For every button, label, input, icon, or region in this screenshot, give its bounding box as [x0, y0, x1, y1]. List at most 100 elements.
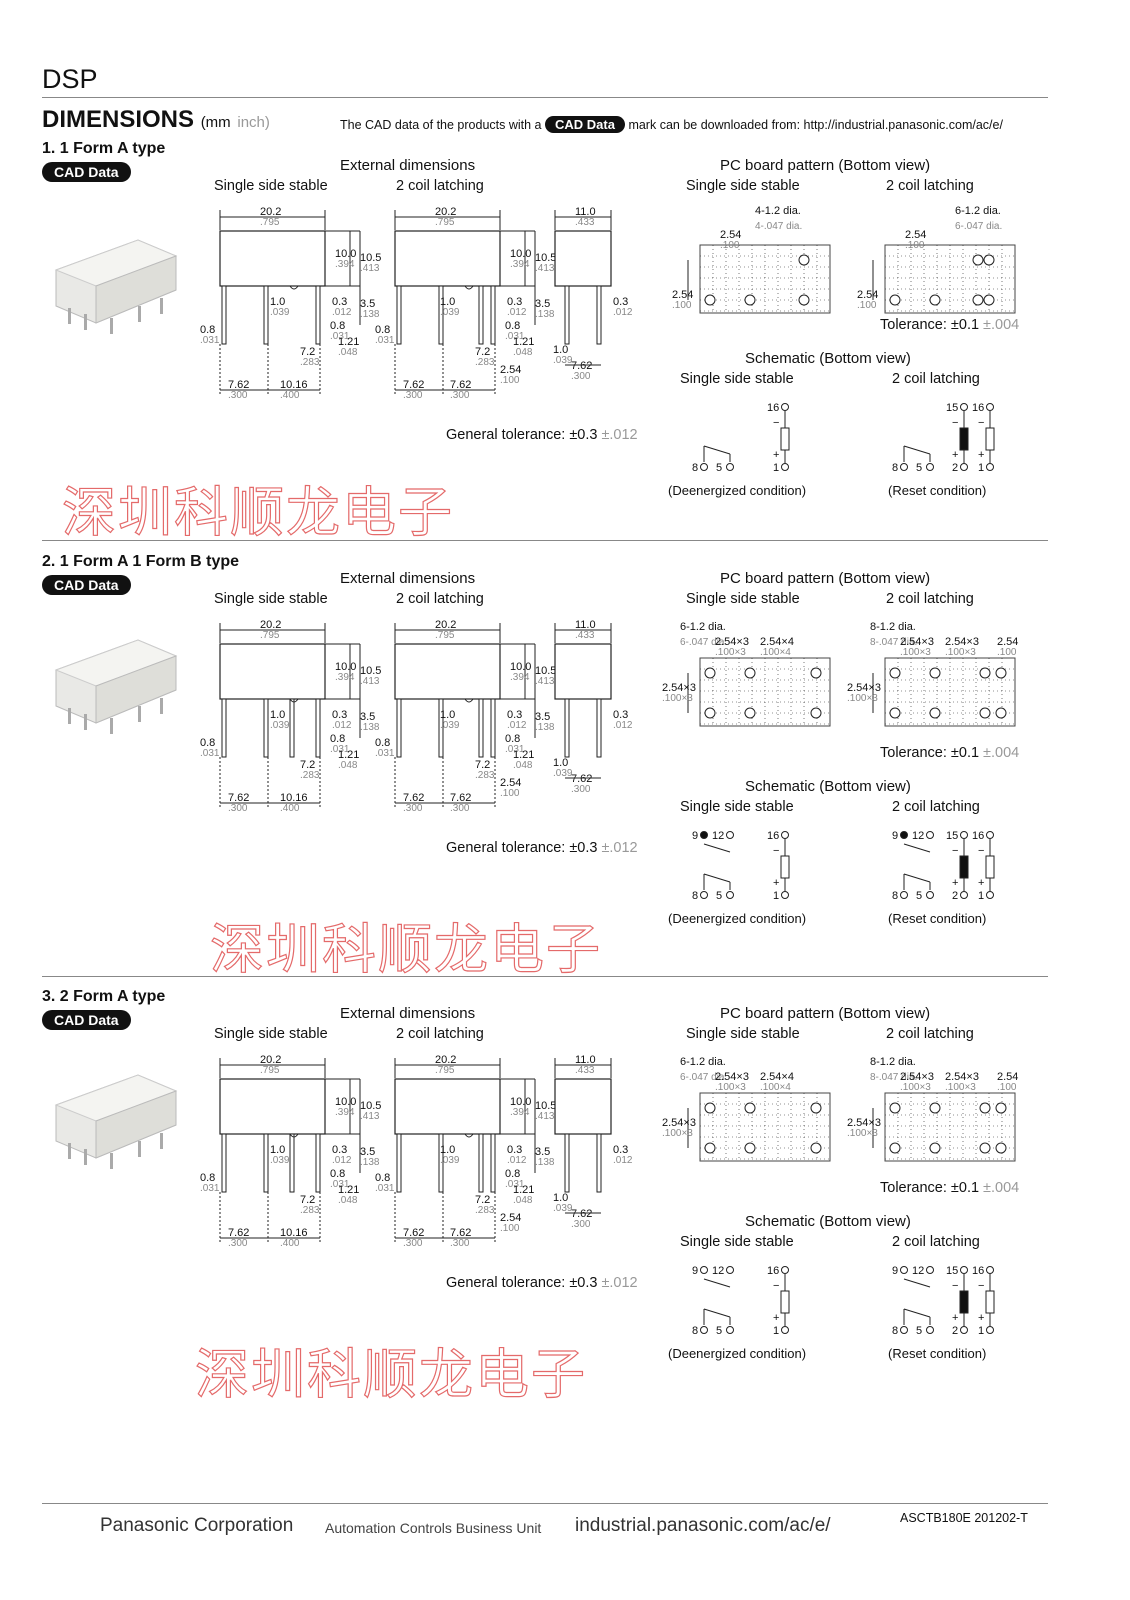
pcb-ss-holes-label: 4-1.2 dia.4-.047 dia. — [755, 202, 802, 232]
pcb-ss-dim-2-54v-label-mm: 2.54 — [672, 289, 693, 301]
cl-dim-0-8-label-inch: .031 — [375, 748, 395, 759]
pcb-cl-holes-mm: 8-1.2 dia. — [870, 1056, 916, 1068]
cl-dim-10-0-label-mm: 10.0 — [510, 248, 531, 260]
ss-dim-0-3-label-mm: 0.3 — [332, 1144, 347, 1156]
ext-2coil-label: 2 coil latching — [396, 178, 484, 194]
pcb-cl-hole-icon — [979, 707, 991, 719]
sch-ss-lower-arm — [703, 1308, 731, 1318]
ss-dim-0-8-label-inch: .031 — [200, 1183, 220, 1194]
relay-pin — [84, 1149, 87, 1165]
pcb-ss-hole-icon — [744, 707, 756, 719]
sch-cl-lower-arm — [903, 445, 931, 455]
cl-notch — [464, 285, 474, 290]
dimensions-title: DIMENSIONS — [42, 106, 195, 133]
cl-dim-20-2-label-inch: .795 — [435, 1065, 455, 1076]
sch-cl-pin-8: 8 — [892, 1325, 898, 1337]
cl-dim-1-0-label-inch: .039 — [440, 1155, 460, 1166]
ss-dim-1-21-label-mm: 1.21 — [338, 336, 359, 348]
sch-cl-minus2: − — [952, 1280, 958, 1292]
relay-photo — [54, 239, 178, 334]
cl-dim-2-54-label-mm: 2.54 — [500, 364, 521, 376]
sch-cl-pin-8: 8 — [892, 462, 898, 474]
sch-cl-plus2: + — [952, 449, 958, 461]
section-cad-badge[interactable]: CAD Data — [42, 1010, 131, 1030]
footer-url[interactable]: industrial.panasonic.com/ac/e/ — [575, 1515, 831, 1536]
ss-dim-10-16-label-inch: .400 — [280, 1238, 300, 1249]
sch-cl-coil-16-icon — [986, 403, 994, 411]
pcb-ss-hole-icon — [744, 667, 756, 679]
sch-ss-pin-1: 1 — [773, 1325, 779, 1337]
ss-dim-1-0-label-inch: .039 — [270, 720, 290, 731]
pcb-tolerance-inch: ±.004 — [983, 317, 1020, 333]
cl-dim-0-3-label-inch: .012 — [507, 307, 527, 318]
sch-cl-upper-arm — [903, 843, 931, 853]
cad-note-post: mark can be downloaded from: http://indu… — [628, 118, 1003, 132]
ss-dim-3-5-label-mm: 3.5 — [360, 298, 375, 310]
cl-dim-2-54-label-mm: 2.54 — [500, 1212, 521, 1224]
side-dim-11-0-label-mm: 11.0 — [575, 1054, 596, 1066]
pcb-cl-hole-icon — [929, 667, 941, 679]
cl-dim-7-62-label-mm: 7.62 — [403, 379, 424, 391]
pcb-cl-hole-icon — [889, 1102, 901, 1114]
cl-dim-3-5-label-inch: .138 — [535, 722, 555, 733]
general-tolerance-inch: ±.012 — [601, 840, 638, 856]
pcb-cl-dim-2-54x3-label-mm: 2.54×3 — [900, 636, 934, 648]
ss-relay-body-outline — [219, 1078, 326, 1135]
pcb-cl-dim-2-54-label-inch: .100 — [905, 240, 925, 251]
side-pin-left — [564, 698, 570, 758]
pcb-cl-holes-label: 8-1.2 dia.8-.047 dia. — [870, 1053, 917, 1083]
relay-pin — [110, 318, 113, 334]
pcb-ss-hole-icon — [744, 294, 756, 306]
pcb-cl-hole-icon — [979, 1102, 991, 1114]
pcb-pattern-drawing: 2.54×3.100×32.54×4.100×42.54×3.100×32.54… — [662, 1071, 1018, 1162]
sch-cl-coil-1-icon — [986, 463, 994, 471]
pcb-cl-holes-label: 8-1.2 dia.8-.047 dia. — [870, 618, 917, 648]
pcb-cl-hole-icon — [972, 294, 984, 306]
ss-dim-10-0-label-inch: .394 — [335, 672, 355, 683]
pcb-ss-dim-2-54x4-label-inch: .100×4 — [760, 1082, 791, 1093]
pcb-cl-holes-inch: 6-.047 dia. — [955, 221, 1003, 232]
pcb-ss-board-outline — [699, 657, 831, 727]
sch-cl-coil-2-icon — [960, 891, 968, 899]
pcb-ss-hole-icon — [798, 294, 810, 306]
pcb-cl-hole-icon — [995, 667, 1007, 679]
cl-dim-7-2-label-inch: .283 — [475, 770, 495, 781]
cl-dim-10-5-label-inch: .413 — [535, 1111, 555, 1122]
sch-ss-contact-12-icon — [726, 831, 734, 839]
cl-dim-3-5-label-mm: 3.5 — [535, 711, 550, 723]
watermark-text: 深圳科顺龙电子 — [209, 917, 602, 981]
side-dim-0-3-label-inch: .012 — [613, 1155, 633, 1166]
pcb-cl-hole-icon — [889, 667, 901, 679]
section-title: 2. 1 Form A 1 Form B type — [42, 553, 240, 570]
pcb-tolerance-inch: ±.004 — [983, 745, 1020, 761]
cl-dim-2-54-label-inch: .100 — [500, 788, 520, 799]
sch-ss-contact-5-icon — [726, 891, 734, 899]
pcb-single-side-label: Single side stable — [686, 591, 800, 607]
cl-dim-0-8-label-mm: 0.8 — [375, 1172, 390, 1184]
pcb-ss-dim-2-54x3-label-mm: 2.54×3 — [715, 1071, 749, 1083]
sch-ss-pin-1: 1 — [773, 890, 779, 902]
cl-dim-7-2-label-inch: .283 — [475, 357, 495, 368]
sch-cl-reset-coil-icon — [959, 427, 969, 451]
sch-cl-minus: − — [978, 845, 984, 857]
pcb-ss-hole-icon — [704, 1142, 716, 1154]
general-tolerance-inch: ±.012 — [601, 427, 638, 443]
section-cad-badge[interactable]: CAD Data — [42, 162, 131, 182]
cad-data-badge[interactable]: CAD Data — [544, 116, 625, 133]
sch-ss-contact-8-icon — [700, 463, 708, 471]
cl-dim-3-5-label-inch: .138 — [535, 1157, 555, 1168]
ss-dim-1-21-label-inch: .048 — [338, 760, 358, 771]
section-cad-badge[interactable]: CAD Data — [42, 575, 131, 595]
side-dim-11-0-label-mm: 11.0 — [575, 619, 596, 631]
cl-dim-1-21-label-mm: 1.21 — [513, 1184, 534, 1196]
sch-single-side-label: Single side stable — [680, 371, 794, 387]
sch-ss-contact-9-icon — [700, 831, 708, 839]
relay-side-face — [95, 255, 177, 324]
sch-cl-plus2: + — [952, 1312, 958, 1324]
cl-dim-1-0-label-inch: .039 — [440, 307, 460, 318]
cl-dim-0-8-label-mm: 0.8 — [375, 324, 390, 336]
pcb-ss-dim-2-54x3-label-mm: 2.54×3 — [715, 636, 749, 648]
ss-dim-1-21-label-mm: 1.21 — [338, 1184, 359, 1196]
ss-dim-1-0-label-inch: .039 — [270, 1155, 290, 1166]
